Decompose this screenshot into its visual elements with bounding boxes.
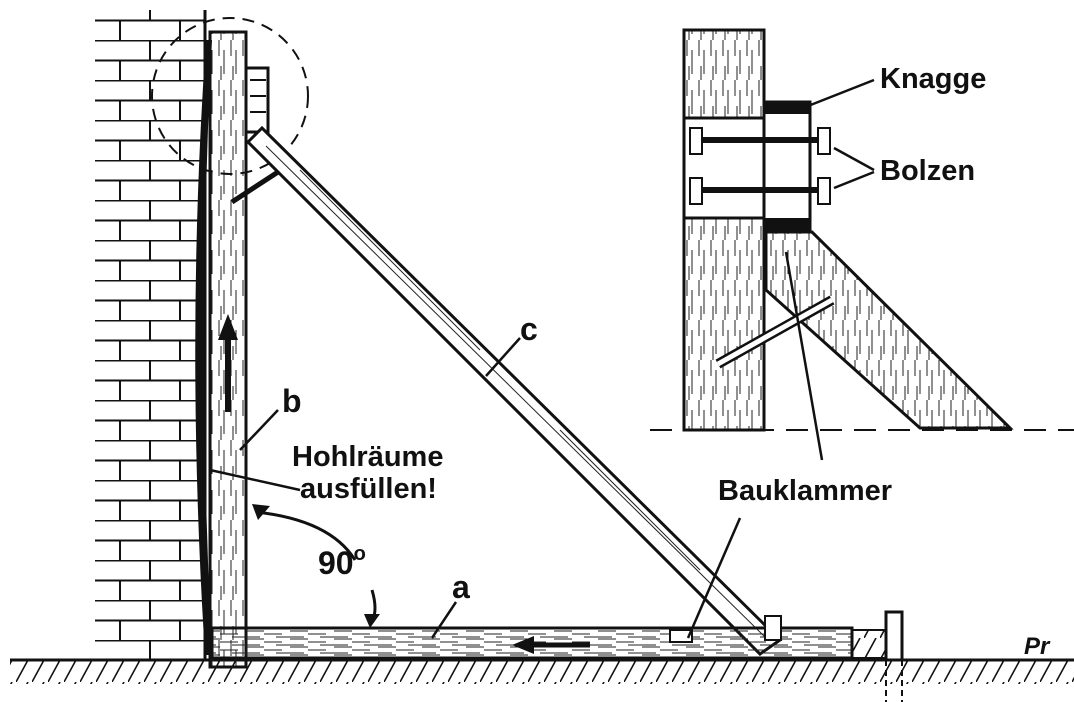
arrow-left-icon [512, 636, 590, 654]
label-hohlraeume-line1: Hohlräume [292, 441, 443, 473]
detail-view [650, 28, 1074, 432]
label-bauklammer: Bauklammer [718, 475, 892, 507]
label-bolzen: Bolzen [880, 155, 975, 187]
detail-brace [764, 230, 1014, 430]
diagonal-brace-c [245, 125, 783, 656]
knagge-block [762, 100, 812, 234]
brick-wall [95, 10, 207, 660]
cavity-fill [195, 40, 212, 655]
label-c: c [520, 311, 538, 347]
post-cleat [244, 66, 270, 134]
leader-lines [209, 337, 742, 639]
label-a: a [452, 569, 470, 605]
bolt-lower [689, 177, 831, 205]
detail-leader-lines [784, 78, 875, 461]
foot-block-right [764, 615, 782, 641]
label-angle: 90o [318, 543, 366, 581]
ground-stake [884, 610, 904, 702]
angle-arrow [252, 504, 380, 628]
label-hohlraeume-line2: ausfüllen! [300, 473, 437, 505]
foot-block-left [669, 629, 693, 643]
label-b: b [282, 383, 302, 419]
label-knagge: Knagge [880, 63, 986, 95]
ground [10, 658, 1074, 684]
label-corner-mark: Pr [1024, 633, 1051, 660]
arrow-up-icon [218, 314, 238, 412]
top-clamp [230, 169, 280, 205]
detail-circle [151, 17, 309, 175]
bolt-upper [689, 127, 831, 155]
